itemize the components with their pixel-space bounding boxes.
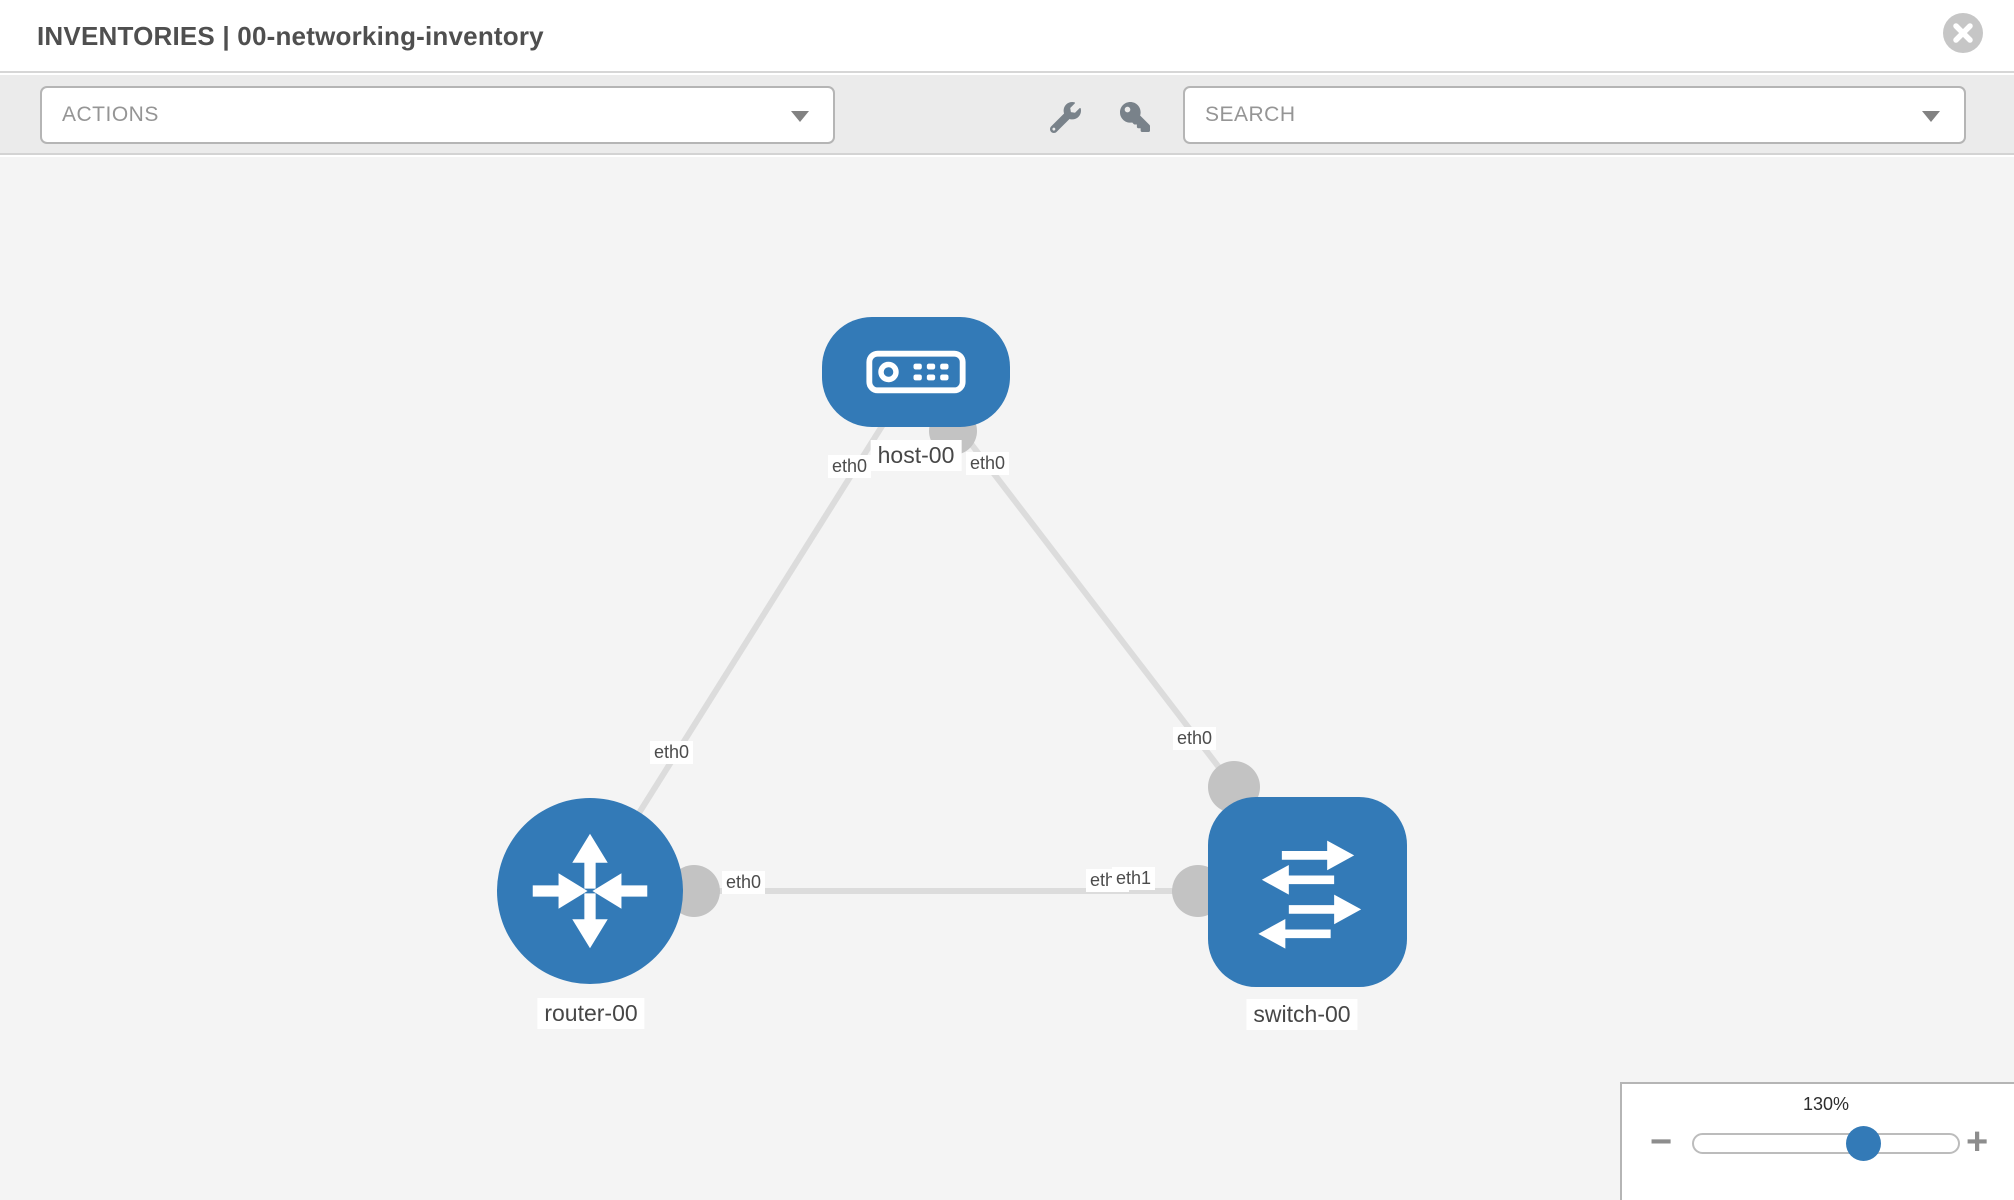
- header: INVENTORIES | 00-networking-inventory: [0, 0, 2014, 73]
- node-label-host: host-00: [870, 440, 962, 471]
- wrench-button[interactable]: [1048, 100, 1082, 134]
- zoom-slider-thumb[interactable]: [1846, 1126, 1881, 1161]
- key-icon: [1120, 102, 1150, 132]
- close-button[interactable]: [1943, 13, 1983, 53]
- chevron-down-icon: [791, 111, 809, 122]
- node-router-00[interactable]: [497, 798, 683, 984]
- interface-label-router-eth0-top: eth0: [650, 741, 694, 764]
- search-dropdown[interactable]: SEARCH: [1183, 86, 1966, 144]
- interface-label-switch-eth1: eth1: [1112, 867, 1156, 890]
- interface-label-switch-eth0-top: eth0: [1173, 727, 1217, 750]
- server-icon: [866, 350, 966, 394]
- zoom-in-button[interactable]: +: [1966, 1121, 1989, 1163]
- router-arrows-icon: [532, 833, 648, 949]
- zoom-slider-track[interactable]: [1692, 1133, 1960, 1154]
- interface-label-router-eth0-mid: eth0: [722, 871, 766, 894]
- chevron-down-icon: [1922, 111, 1940, 122]
- search-dropdown-label: SEARCH: [1205, 103, 1296, 126]
- node-switch-00[interactable]: [1208, 797, 1407, 987]
- zoom-control-panel: 130% − +: [1620, 1082, 2014, 1200]
- close-icon: [1953, 23, 1973, 43]
- actions-dropdown[interactable]: ACTIONS: [40, 86, 835, 144]
- topology-canvas[interactable]: [0, 157, 2014, 1200]
- interface-label-host-eth0-left: eth0: [828, 455, 872, 478]
- toolbar: ACTIONS SEARCH: [0, 75, 2014, 155]
- node-label-switch: switch-00: [1246, 999, 1358, 1030]
- key-button[interactable]: [1118, 100, 1152, 134]
- switch-arrows-icon: [1257, 840, 1361, 949]
- actions-dropdown-label: ACTIONS: [62, 103, 159, 126]
- interface-label-host-eth0-right: eth0: [966, 452, 1010, 475]
- zoom-level-value: 130%: [1802, 1094, 1850, 1114]
- zoom-out-button[interactable]: −: [1650, 1121, 1673, 1163]
- wrench-icon: [1049, 101, 1081, 133]
- page-title: INVENTORIES | 00-networking-inventory: [37, 21, 544, 51]
- node-host-00[interactable]: [822, 317, 1010, 427]
- node-label-router: router-00: [537, 998, 645, 1029]
